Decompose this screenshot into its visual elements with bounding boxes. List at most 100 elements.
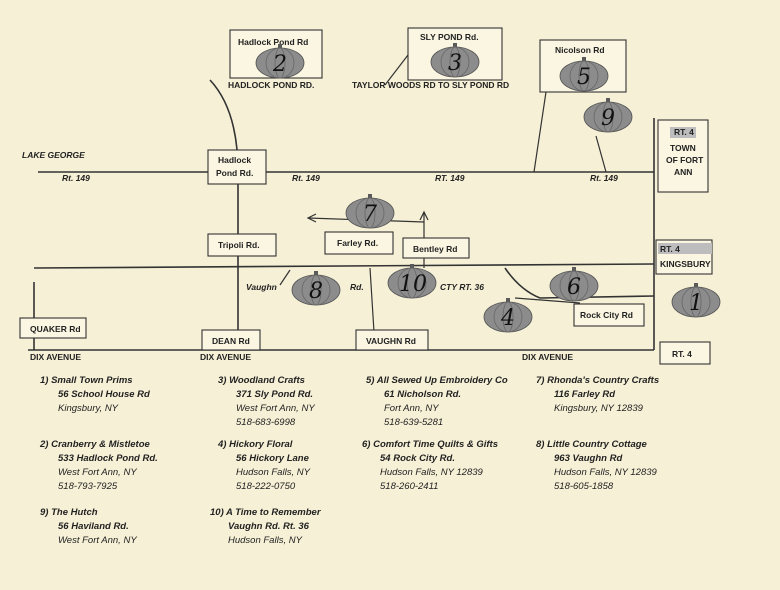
pumpkin-marker-7: 7 bbox=[345, 193, 395, 229]
vaughn-rd-sign-text: VAUGHN Rd bbox=[366, 336, 416, 346]
pumpkin-marker-2: 2 bbox=[255, 43, 305, 79]
rock-city-branch bbox=[514, 297, 581, 304]
entry-name: 3) Woodland Crafts bbox=[218, 375, 305, 386]
entry-line: Fort Ann, NY bbox=[384, 403, 439, 414]
legend-entry-6: 6) Comfort Time Quilts & Gifts 54 Rock C… bbox=[362, 438, 498, 494]
pumpkin-marker-3: 3 bbox=[430, 42, 480, 78]
entry-line: Hudson Falls, NY bbox=[236, 467, 310, 478]
pumpkin-number: 9 bbox=[601, 106, 615, 131]
pumpkin-9-connector bbox=[595, 135, 607, 173]
pumpkin-number: 4 bbox=[500, 306, 515, 331]
entry-line: 518-222-0750 bbox=[236, 481, 296, 492]
rt4-bottom-sign-text: RT. 4 bbox=[672, 349, 692, 359]
entry-name: 7) Rhonda's Country Crafts bbox=[536, 375, 660, 386]
rt4-town-line-4: ANN bbox=[674, 167, 692, 177]
hadlock-junction-line-2: Pond Rd. bbox=[216, 168, 253, 178]
rt4-kingsbury-line-2: KINGSBURY bbox=[660, 259, 711, 269]
bentley-rd-sign-text: Bentley Rd bbox=[413, 244, 457, 254]
vaughn-road bbox=[369, 267, 375, 333]
entry-address: 56 Haviland Rd. bbox=[58, 521, 129, 532]
vaughn-rd-sign: VAUGHN Rd bbox=[355, 329, 429, 351]
route-149-label: RT. 149 bbox=[435, 173, 465, 183]
dix-avenue-label: DIX AVENUE bbox=[522, 352, 573, 362]
pumpkin-number: 6 bbox=[567, 275, 581, 300]
pumpkin-marker-4: 4 bbox=[483, 297, 533, 333]
cty-rt-36-label: CTY RT. 36 bbox=[440, 282, 484, 292]
dean-rd-sign: DEAN Rd bbox=[201, 329, 261, 351]
pumpkin-number: 5 bbox=[577, 65, 591, 90]
bentley-rd-sign: Bentley Rd bbox=[402, 237, 470, 259]
rt4-kingsbury-sign: RT. 4 KINGSBURY bbox=[655, 239, 713, 275]
entry-address: Vaughn Rd. Rt. 36 bbox=[228, 521, 309, 532]
pumpkin-marker-6: 6 bbox=[549, 266, 599, 302]
tripoli-rd-sign: Tripoli Rd. bbox=[207, 233, 277, 257]
entry-line: Hudson Falls, NY bbox=[228, 535, 302, 546]
hadlock-pond-rd-sign-text: Hadlock Pond Rd bbox=[238, 37, 308, 47]
rock-city-rd-sign: Rock City Rd bbox=[573, 303, 645, 327]
entry-line: West Fort Ann, NY bbox=[236, 403, 315, 414]
entry-name: 1) Small Town Prims bbox=[40, 375, 133, 386]
quaker-rd-sign: QUAKER Rd bbox=[19, 317, 87, 339]
dean-rd-sign-text: DEAN Rd bbox=[212, 336, 250, 346]
pumpkin-marker-5: 5 bbox=[559, 56, 609, 92]
entry-address: 371 Sly Pond Rd. bbox=[236, 389, 314, 400]
legend-entry-2: 2) Cranberry & Mistletoe 533 Hadlock Pon… bbox=[40, 438, 158, 494]
rock-city-road bbox=[504, 267, 655, 299]
legend-entry-9: 9) The Hutch 56 Haviland Rd. West Fort A… bbox=[40, 506, 137, 548]
rt4-kingsbury-line-1: RT. 4 bbox=[660, 244, 680, 254]
entry-line: 518-260-2411 bbox=[380, 481, 439, 492]
pumpkin-marker-8: 8 bbox=[291, 270, 341, 306]
entry-name: 6) Comfort Time Quilts & Gifts bbox=[362, 439, 499, 450]
entry-address: 54 Rock City Rd. bbox=[380, 453, 455, 464]
entry-name: 5) All Sewed Up Embroidery Co bbox=[366, 375, 508, 386]
entry-name: 8) Little Country Cottage bbox=[536, 439, 647, 450]
entry-address: 963 Vaughn Rd bbox=[554, 453, 623, 464]
entry-name: 4) Hickory Floral bbox=[218, 439, 293, 450]
dix-avenue-label: DIX AVENUE bbox=[30, 352, 81, 362]
rd-label: Rd. bbox=[350, 282, 364, 292]
rt4-town-line-3: OF FORT bbox=[666, 155, 704, 165]
legend-entry-10: 10) A Time to Remember Vaughn Rd. Rt. 36… bbox=[210, 506, 321, 548]
entry-line: West Fort Ann, NY bbox=[58, 535, 137, 546]
entry-address: 116 Farley Rd bbox=[554, 389, 616, 400]
entry-line: Hudson Falls, NY 12839 bbox=[554, 467, 657, 478]
tripoli-rd-sign-text: Tripoli Rd. bbox=[218, 240, 260, 250]
entry-address: 533 Hadlock Pond Rd. bbox=[58, 453, 158, 464]
entry-address: 56 School House Rd bbox=[58, 389, 150, 400]
rt4-bottom-sign: RT. 4 bbox=[659, 341, 711, 365]
dix-avenue-label: DIX AVENUE bbox=[200, 352, 251, 362]
entry-line: Kingsbury, NY 12839 bbox=[554, 403, 643, 414]
pumpkin-number: 8 bbox=[309, 279, 323, 304]
route-149-label: Rt. 149 bbox=[62, 173, 90, 183]
pumpkin-marker-1: 1 bbox=[671, 282, 721, 318]
pumpkin-number: 1 bbox=[689, 291, 703, 316]
bentley-arrow bbox=[419, 210, 429, 221]
entry-line: 518-793-7925 bbox=[58, 481, 118, 492]
route-149-label: Rt. 149 bbox=[292, 173, 320, 183]
legend-entry-3: 3) Woodland Crafts 371 Sly Pond Rd. West… bbox=[218, 374, 315, 430]
hadlock-pond-rd-junction-sign: Hadlock Pond Rd. bbox=[207, 149, 267, 185]
farley-rd-sign: Farley Rd. bbox=[324, 231, 394, 255]
nicolson-rd-sign-text: Nicolson Rd bbox=[555, 45, 605, 55]
farley-rd-sign-text: Farley Rd. bbox=[337, 238, 378, 248]
legend-entry-8: 8) Little Country Cottage 963 Vaughn Rd … bbox=[536, 438, 657, 494]
entry-name: 2) Cranberry & Mistletoe bbox=[40, 439, 150, 450]
lake-george-label: LAKE GEORGE bbox=[22, 150, 85, 160]
farley-arrow bbox=[306, 213, 317, 223]
vaughn-label: Vaughn bbox=[246, 282, 277, 292]
pumpkin-number: 7 bbox=[363, 202, 377, 227]
entry-line: Hudson Falls, NY 12839 bbox=[380, 467, 483, 478]
hadlock-junction-line-1: Hadlock bbox=[218, 155, 251, 165]
rock-city-rd-sign-text: Rock City Rd bbox=[580, 310, 633, 320]
rt4-town-line-1: RT. 4 bbox=[674, 127, 694, 137]
entry-name: 9) The Hutch bbox=[40, 507, 98, 518]
quaker-rd-sign-text: QUAKER Rd bbox=[30, 324, 81, 334]
route-map: LAKE GEORGE Rt. 149 Rt. 149 RT. 149 Rt. … bbox=[19, 27, 721, 365]
taylor-woods-road-label: TAYLOR WOODS RD TO SLY POND RD bbox=[352, 80, 509, 90]
sly-pond-rd-sign-text: SLY POND Rd. bbox=[420, 32, 479, 42]
entry-line: West Fort Ann, NY bbox=[58, 467, 137, 478]
pumpkin-marker-9: 9 bbox=[583, 97, 633, 133]
pumpkin-number: 2 bbox=[272, 52, 287, 77]
shop-legend: 1) Small Town Prims 56 School House Rd K… bbox=[0, 370, 780, 590]
entry-address: 56 Hickory Lane bbox=[236, 453, 309, 464]
